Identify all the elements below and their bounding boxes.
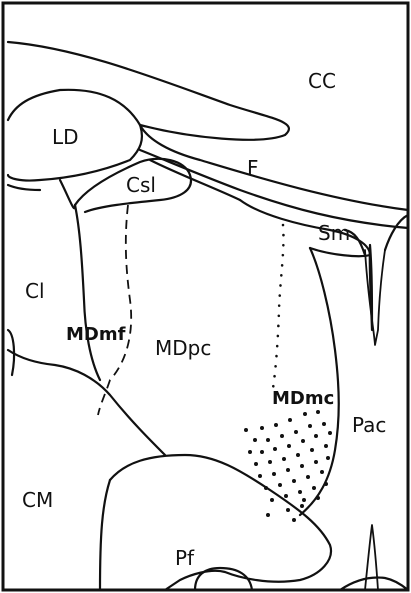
pf-boundary	[110, 455, 331, 590]
label-ld: LD	[52, 125, 79, 149]
mdmc-stipple	[244, 410, 332, 522]
fornix-boundary-lower	[150, 160, 240, 200]
label-cm: CM	[22, 488, 53, 512]
left-border-upper	[8, 185, 40, 190]
label-cc: CC	[308, 69, 336, 93]
label-mdmc: MDmc	[272, 388, 334, 409]
frame-border	[3, 3, 408, 590]
pf-lower-boundary	[100, 480, 110, 590]
cl-boundary	[75, 205, 100, 380]
mdmf-left-boundary	[60, 180, 75, 208]
md-right-boundary	[300, 248, 339, 515]
sm-boundary	[240, 200, 370, 256]
right-upper-boundary	[385, 215, 408, 250]
mdmc-dotted-boundary	[272, 225, 283, 395]
lower-right-boundary	[340, 578, 408, 591]
label-pf: Pf	[175, 546, 195, 570]
midline-wedge	[365, 250, 385, 345]
label-pac: Pac	[352, 413, 386, 437]
cm-boundary	[8, 350, 165, 455]
label-mdpc: MDpc	[155, 336, 211, 360]
label-mdmf: MDmf	[66, 324, 126, 345]
lower-midline-spike	[365, 525, 378, 590]
label-sm: Sm	[318, 221, 350, 245]
mdmf-dashed-boundary	[98, 205, 131, 415]
label-cl: Cl	[25, 279, 45, 303]
label-f: F	[247, 156, 259, 180]
label-csl: Csl	[126, 173, 156, 197]
